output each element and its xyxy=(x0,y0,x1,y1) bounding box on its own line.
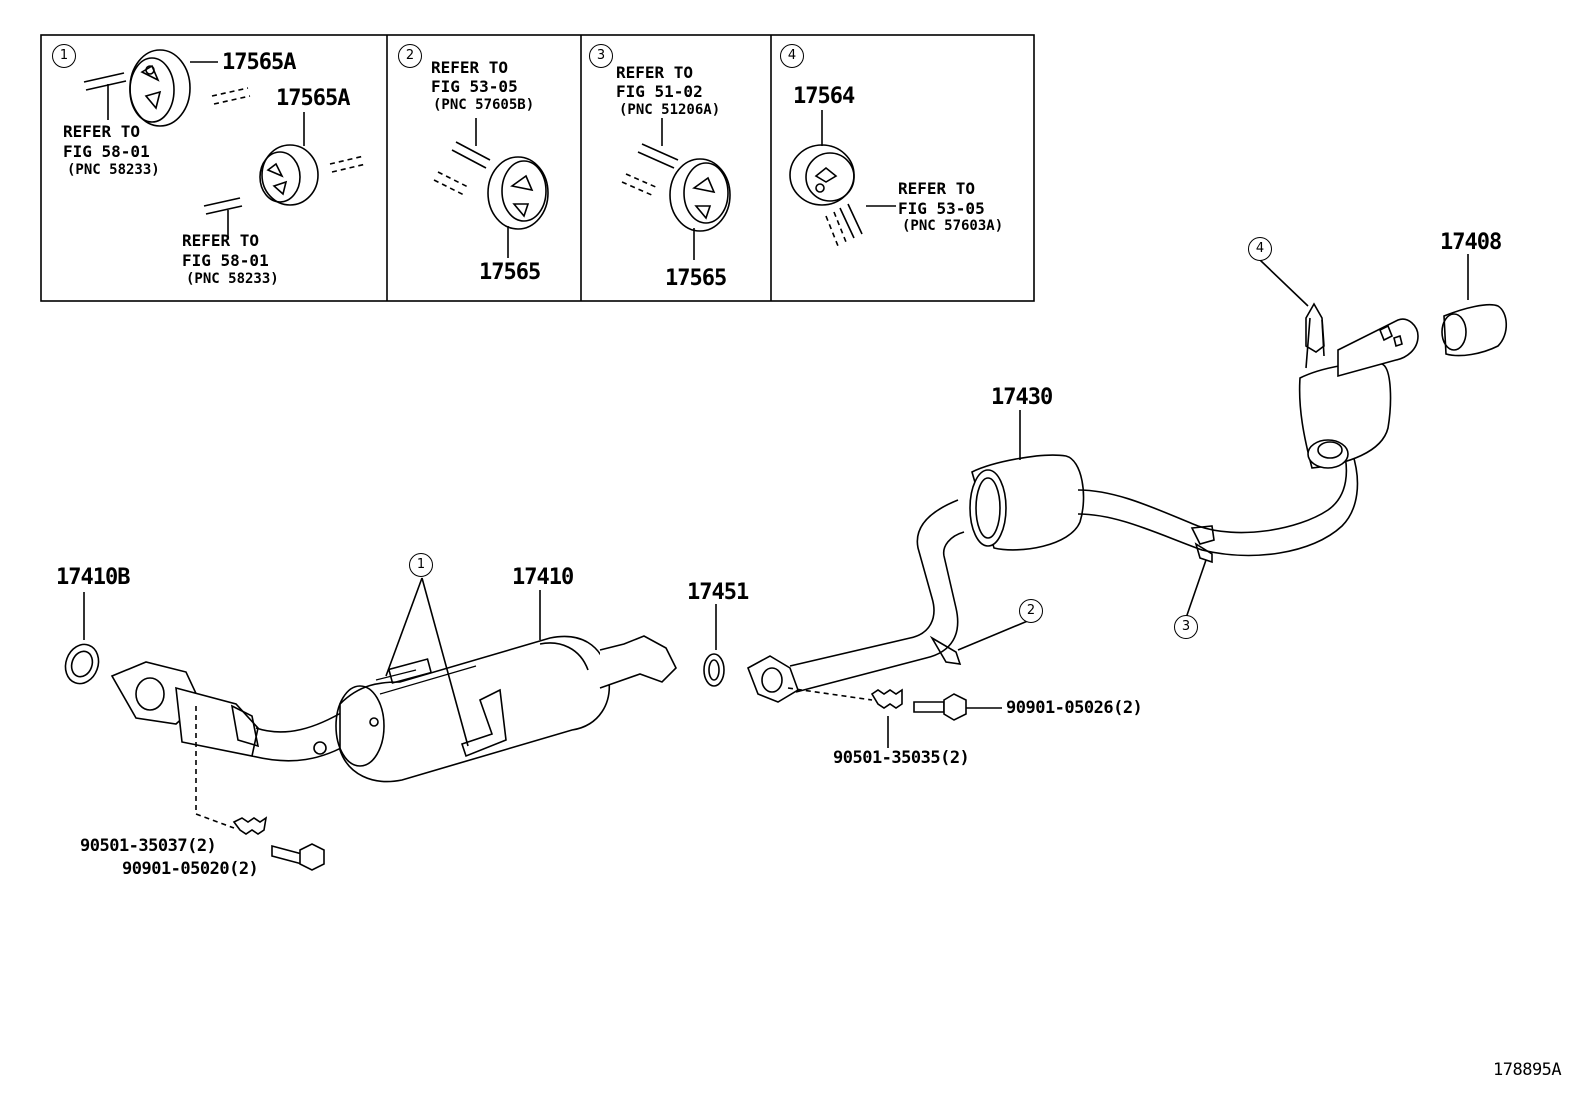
part-17451-label: 17451 xyxy=(687,580,749,605)
box3-ref-pnc: (PNC 51206A) xyxy=(619,102,721,118)
box1-number: 1 xyxy=(52,44,76,68)
box2-ref-line1: REFER TO xyxy=(431,58,509,77)
box4-ref-line2: FIG 53-05 xyxy=(898,199,985,218)
diagram-id: 178895A xyxy=(1493,1060,1562,1080)
box4-ref-pnc: (PNC 57603A) xyxy=(902,218,1004,234)
box1-ref1-line1: REFER TO xyxy=(63,122,141,141)
box1-artwork xyxy=(83,49,367,238)
part-17410-label: 17410 xyxy=(512,565,574,590)
callout-3: 3 xyxy=(1174,615,1198,639)
fastener-90501-35037-label: 90501-35037(2) xyxy=(80,836,217,856)
inset-frame xyxy=(40,34,1035,302)
box2-ref-line2: FIG 53-05 xyxy=(431,77,518,96)
front-pipe-17410-artwork xyxy=(110,577,677,871)
fastener-90901-05026-label: 90901-05026(2) xyxy=(1006,698,1143,718)
box2-number: 2 xyxy=(398,44,422,68)
box3-ref-line1: REFER TO xyxy=(616,63,694,82)
part-17410b-label: 17410B xyxy=(56,565,130,590)
box1-ref1-line2: FIG 58-01 xyxy=(63,142,150,161)
callout-1: 1 xyxy=(409,553,433,577)
box1-ref2-line1: REFER TO xyxy=(182,231,260,250)
center-pipe-17430-artwork xyxy=(747,254,1508,748)
box3-artwork xyxy=(621,118,731,260)
fastener-90501-35035-label: 90501-35035(2) xyxy=(833,748,970,768)
box1-part-a: 17565A xyxy=(222,50,296,75)
box1-part-b: 17565A xyxy=(276,86,350,111)
box4-artwork xyxy=(789,110,896,247)
box2-ref-pnc: (PNC 57605B) xyxy=(433,97,535,113)
box1-ref2-line2: FIG 58-01 xyxy=(182,251,269,270)
box4-part: 17564 xyxy=(793,84,855,109)
part-17408-label: 17408 xyxy=(1440,230,1502,255)
callout-4: 4 xyxy=(1248,237,1272,261)
box1-ref1-pnc: (PNC 58233) xyxy=(67,162,160,178)
gasket-17451-artwork xyxy=(703,604,725,687)
box2-artwork xyxy=(433,118,549,258)
fastener-90901-05020-label: 90901-05020(2) xyxy=(122,859,259,879)
box3-part: 17565 xyxy=(665,266,727,291)
gasket-17410b-artwork xyxy=(64,592,100,685)
box4-number: 4 xyxy=(780,44,804,68)
box3-number: 3 xyxy=(589,44,613,68)
callout-2: 2 xyxy=(1019,599,1043,623)
box3-ref-line2: FIG 51-02 xyxy=(616,82,703,101)
box4-ref-line1: REFER TO xyxy=(898,179,976,198)
box1-ref2-pnc: (PNC 58233) xyxy=(186,271,279,287)
part-17430-label: 17430 xyxy=(991,385,1053,410)
box2-part: 17565 xyxy=(479,260,541,285)
